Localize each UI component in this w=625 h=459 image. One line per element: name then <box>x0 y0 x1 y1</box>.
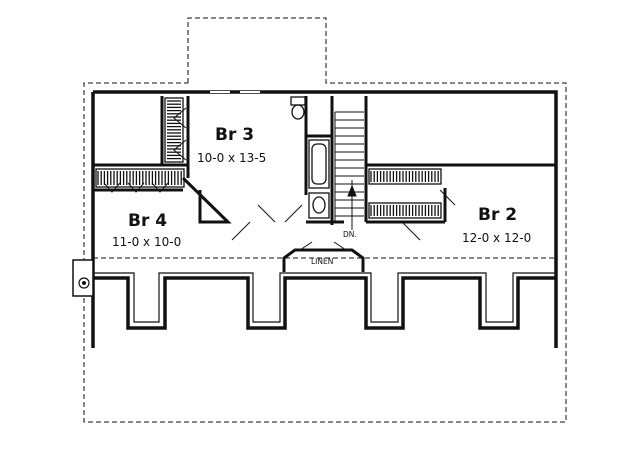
bathtub <box>308 139 330 189</box>
interior-walls <box>93 96 556 272</box>
toilet-bowl <box>291 104 305 120</box>
stairs <box>334 111 364 230</box>
room-name-br2: Br 2 <box>478 205 517 225</box>
room-name-br4: Br 4 <box>128 211 167 231</box>
bathroom <box>290 96 330 219</box>
room-name-br3: Br 3 <box>215 125 254 145</box>
stair-down-label: DN. <box>343 230 357 239</box>
chimney <box>72 259 94 297</box>
room-dim-br3: 10-0 x 13-5 <box>197 151 266 165</box>
door-swings <box>103 107 456 251</box>
room-dim-br4: 11-0 x 10-0 <box>112 235 181 249</box>
room-labels: Br 3 10-0 x 13-5 Br 4 11-0 x 10-0 Br 2 1… <box>112 125 531 266</box>
toilet <box>290 96 306 106</box>
roof-outline <box>83 17 567 423</box>
sink <box>308 192 330 219</box>
front-wall-inner <box>93 272 556 323</box>
room-dim-br2: 12-0 x 12-0 <box>462 231 531 245</box>
closet-shelving <box>95 97 442 219</box>
linen-label: LINEN <box>311 257 333 266</box>
